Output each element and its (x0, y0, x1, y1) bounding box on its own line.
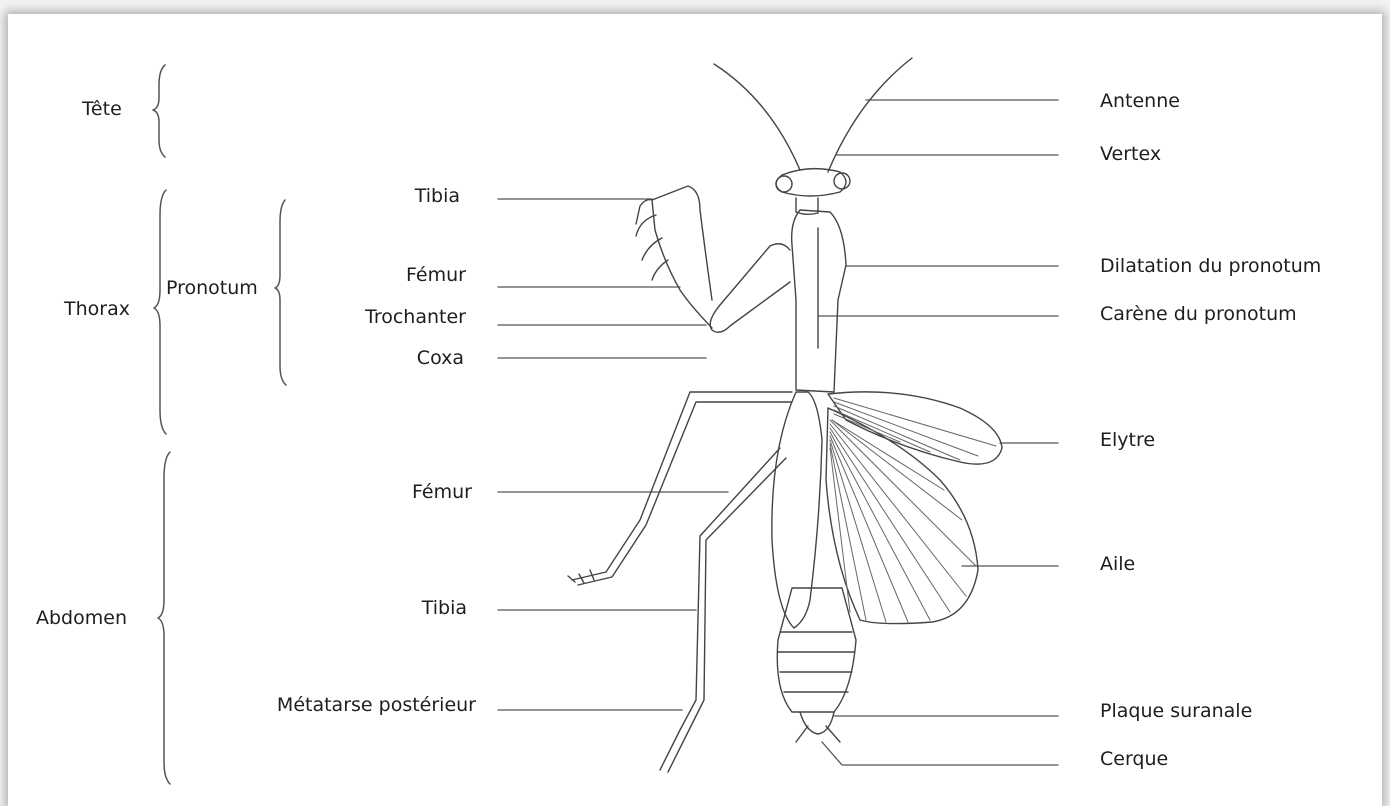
label-elytre: Elytre (1100, 429, 1155, 451)
label-antenne: Antenne (1100, 90, 1180, 112)
brace-pronotum (275, 200, 286, 385)
label-trochanter: Trochanter (365, 306, 466, 328)
label-vertex: Vertex (1100, 143, 1161, 165)
brace-head (153, 65, 165, 157)
label-dilatation: Dilatation du pronotum (1100, 255, 1321, 277)
label-femur-hind: Fémur (412, 481, 472, 503)
label-tibia-front: Tibia (415, 185, 460, 207)
region-label-pronotum: Pronotum (166, 277, 258, 299)
region-label-thorax: Thorax (64, 298, 130, 320)
label-cerque: Cerque (1100, 748, 1168, 770)
label-plaque: Plaque suranale (1100, 700, 1252, 722)
label-aile: Aile (1100, 553, 1135, 575)
label-femur-front: Fémur (406, 264, 466, 286)
label-coxa: Coxa (417, 347, 464, 369)
brace-thorax (154, 190, 166, 434)
label-carene: Carène du pronotum (1100, 303, 1297, 325)
brace-abdomen (158, 452, 170, 784)
label-tibia-hind: Tibia (422, 597, 467, 619)
region-label-abdomen: Abdomen (36, 607, 127, 629)
mantis-body (568, 58, 1002, 772)
region-label-head: Tête (82, 98, 122, 120)
label-metatarse: Métatarse postérieur (277, 694, 476, 716)
region-braces (153, 65, 286, 784)
